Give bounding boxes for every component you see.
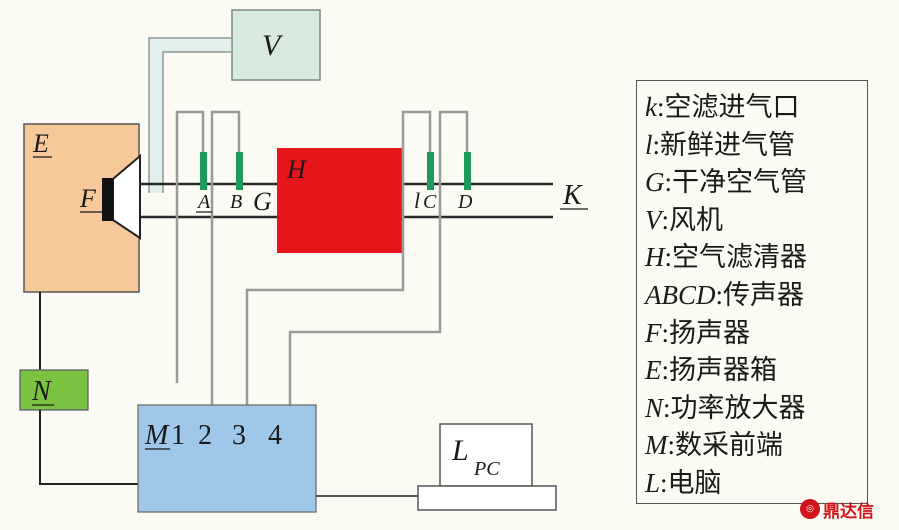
mic-loops bbox=[175, 110, 469, 405]
mic-b-loop bbox=[210, 110, 241, 405]
mic-c-loop bbox=[245, 110, 432, 405]
fan-v-box bbox=[231, 9, 321, 81]
mic-a bbox=[200, 152, 207, 190]
filter-label: H bbox=[286, 155, 307, 184]
air-filter-h bbox=[277, 148, 403, 253]
pc-label: L bbox=[451, 434, 469, 467]
mic-a-loop bbox=[175, 110, 205, 383]
legend-item: E:扬声器箱 bbox=[645, 355, 778, 386]
mic-c bbox=[427, 152, 434, 190]
legend-item: k:空滤进气口 bbox=[645, 92, 800, 122]
amp-wire-to-daq bbox=[39, 410, 165, 485]
legend-box: k:空滤进气口 l:新鲜进气管 G:干净空气管 V:风机 H:空气滤清器 ABC… bbox=[636, 80, 868, 504]
channel-1-label: 1 bbox=[171, 420, 185, 451]
speaker-label: F bbox=[79, 184, 97, 213]
legend-item: V:风机 bbox=[645, 204, 724, 235]
speaker-magnet bbox=[102, 178, 113, 221]
watermark-text: 鼎达信 bbox=[823, 501, 874, 522]
mic-d-loop bbox=[288, 110, 469, 405]
watermark: ◎ 鼎达信 bbox=[800, 494, 892, 524]
legend-item: F:扬声器 bbox=[645, 317, 751, 348]
pc-subscript: PC bbox=[473, 458, 500, 480]
legend-item: ABCD:传声器 bbox=[645, 279, 805, 310]
channel-4-label: 4 bbox=[268, 420, 282, 451]
fresh-pipe-label: l bbox=[414, 188, 420, 213]
legend-item: M:数采前端 bbox=[645, 430, 784, 461]
mic-a-label: A bbox=[196, 191, 211, 213]
pc-monitor bbox=[439, 423, 533, 487]
inlet-label: K bbox=[562, 180, 583, 211]
channel-2-label: 2 bbox=[198, 420, 212, 451]
mic-d bbox=[464, 152, 471, 190]
mic-b bbox=[236, 152, 243, 190]
channel-3-label: 3 bbox=[232, 420, 246, 451]
speaker-box-label: E bbox=[32, 129, 49, 158]
clean-pipe-label: G bbox=[253, 187, 272, 216]
legend-item: L:电脑 bbox=[645, 467, 722, 498]
amplifier-n bbox=[19, 369, 89, 411]
fan-label: V bbox=[262, 29, 284, 62]
pc-base bbox=[417, 485, 557, 511]
legend-item: l:新鲜进气管 bbox=[645, 129, 796, 160]
legend-item: N:功率放大器 bbox=[645, 392, 806, 423]
amplifier-label: N bbox=[31, 376, 52, 407]
mic-b-label: B bbox=[230, 191, 242, 213]
mic-c-label: C bbox=[423, 191, 437, 213]
fan-duct bbox=[148, 37, 233, 193]
daq-frontend-m bbox=[137, 404, 317, 513]
watermark-logo-icon: ◎ bbox=[800, 499, 820, 519]
daq-label: M bbox=[144, 420, 170, 451]
legend-item: H:空气滤清器 bbox=[645, 242, 808, 273]
mic-d-label: D bbox=[457, 191, 473, 213]
legend-item: G:干净空气管 bbox=[645, 167, 808, 198]
